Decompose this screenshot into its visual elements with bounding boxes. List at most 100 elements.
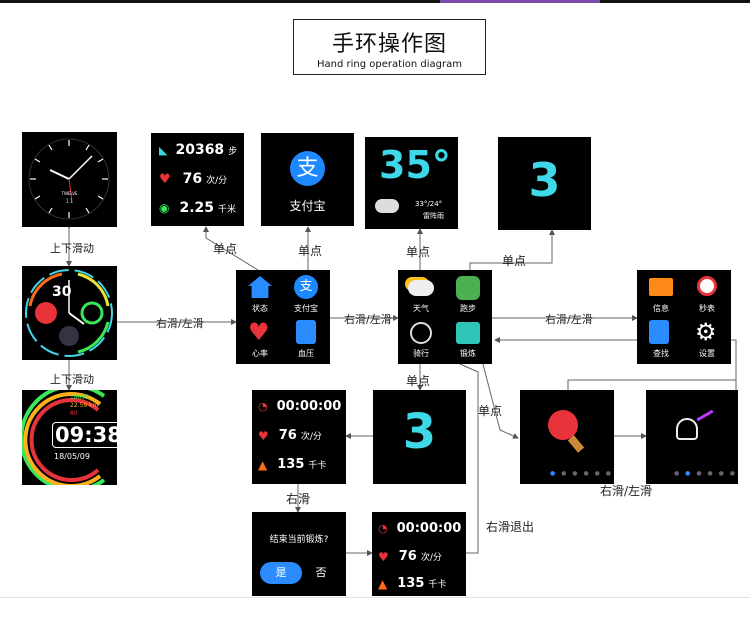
digital-date: 18/05/09 <box>54 452 90 461</box>
stat-distance: 2.25 <box>179 200 215 216</box>
page-title: 手环操作图 <box>331 32 447 57</box>
workout1-time: 00:00:00 <box>276 399 342 414</box>
label-updown-2: 上下滑动 <box>50 373 94 386</box>
countdown-value-2: 3 <box>402 404 437 460</box>
label-tap-5: 单点 <box>406 374 431 388</box>
analog-watch-screen[interactable]: TWELVE 11 <box>22 132 117 227</box>
menu3-label-3: 设置 <box>699 349 715 358</box>
workout-screen-1[interactable]: ◔ 00:00:00 ♥ 76 次/分 ▲ 135 千卡 <box>252 390 346 484</box>
racket-icon <box>696 409 714 422</box>
label-tap-6: 单点 <box>478 404 503 418</box>
menu2-label-3: 锻炼 <box>460 349 476 358</box>
menu1-label-3: 血压 <box>298 349 314 358</box>
weather-screen[interactable]: 35° 33°/24° 雷阵雨 <box>365 137 458 229</box>
stats-screen[interactable]: ◣ 20368 步 ♥ 76 次/分 ◉ 2.25 千米 <box>151 133 244 226</box>
stat-distance-unit: 千米 <box>218 204 237 215</box>
dial-watch-screen[interactable]: 30 <box>22 266 117 360</box>
stopwatch-icon[interactable] <box>697 276 717 296</box>
weather-range: 33°/24° <box>415 200 443 208</box>
menu1-label-0: 状态 <box>252 304 268 313</box>
dialog-question: 结束当前锻炼? <box>269 535 329 545</box>
analog-clock-icon <box>28 138 110 220</box>
workout2-time: 00:00:00 <box>396 521 462 536</box>
weather-icon[interactable] <box>408 280 434 296</box>
heart-rate-icon[interactable]: ♥ <box>248 318 270 346</box>
storm-cloud-icon <box>375 199 399 213</box>
top-bar-accent <box>440 0 600 3</box>
countdown-screen-2[interactable]: 3 <box>373 390 466 484</box>
page-subtitle: Hand ring operation diagram <box>316 59 463 70</box>
label-swipe-lr-3: 右滑/左滑 <box>545 313 593 326</box>
label-tap-1: 单点 <box>213 242 238 256</box>
exercise-icon[interactable] <box>456 322 480 344</box>
label-swipe-lr-1: 右滑/左滑 <box>156 317 204 330</box>
sport-screen-badminton[interactable]: ● ● ● ● ● ● <box>646 390 738 484</box>
find-icon[interactable] <box>649 320 669 344</box>
alipay-screen[interactable]: 支 支付宝 <box>261 133 354 226</box>
workout2-heart-unit: 次/分 <box>420 553 442 563</box>
workout1-cal-unit: 千卡 <box>308 461 327 471</box>
heart-icon: ♥ <box>258 428 269 443</box>
cycling-icon[interactable] <box>410 322 432 344</box>
weather-desc: 雷阵雨 <box>423 212 444 220</box>
dial-number: 30 <box>52 284 72 300</box>
menu2-label-1: 跑步 <box>460 304 476 313</box>
watch-date: 11 <box>65 198 74 205</box>
digital-time: 09:38 <box>52 422 117 448</box>
page-dots: ● ● ● ● ● ● <box>550 470 613 477</box>
top-bar <box>0 0 750 3</box>
label-tap-4: 单点 <box>502 254 527 268</box>
label-right-swipe: 右滑 <box>286 492 311 506</box>
running-icon[interactable] <box>456 276 480 300</box>
alipay-logo-icon: 支 <box>290 151 325 186</box>
label-updown-1: 上下滑动 <box>50 242 94 255</box>
dial-ring-icon <box>25 269 113 357</box>
menu-screen-3[interactable]: 信息 秒表 查找 ⚙ 设置 <box>637 270 731 364</box>
heart-icon: ♥ <box>378 549 389 564</box>
shoe-icon: ◣ <box>159 143 168 157</box>
stat-steps-unit: 步 <box>228 146 238 157</box>
ping-pong-handle-icon <box>567 435 585 453</box>
workout-screen-2[interactable]: ◔ 00:00:00 ♥ 76 次/分 ▲ 135 千卡 <box>372 512 466 596</box>
menu2-label-2: 骑行 <box>413 349 429 358</box>
flame-icon: ▲ <box>378 576 388 591</box>
workout2-cal-unit: 千卡 <box>428 580 447 590</box>
menu3-label-2: 查找 <box>653 349 669 358</box>
dialog-yes-button[interactable]: 是 <box>260 562 302 584</box>
badminton-icon <box>676 418 698 440</box>
home-icon[interactable] <box>248 276 272 298</box>
workout1-cal: 135 <box>277 457 305 472</box>
menu-screen-1[interactable]: 状态 支 支付宝 ♥ 心率 血压 <box>236 270 330 364</box>
blood-pressure-icon[interactable] <box>296 320 316 344</box>
timer-icon: ◔ <box>378 522 388 535</box>
menu1-label-1: 支付宝 <box>294 304 318 313</box>
dialog-no-button[interactable]: 否 <box>315 566 327 579</box>
heart-icon: ♥ <box>159 171 171 187</box>
alipay-icon[interactable]: 支 <box>294 275 318 299</box>
settings-icon[interactable]: ⚙ <box>695 318 717 346</box>
end-workout-dialog[interactable]: 结束当前锻炼? 是 否 <box>252 512 346 596</box>
countdown-value-1: 3 <box>528 153 561 207</box>
menu-screen-2[interactable]: 天气 跑步 骑行 锻炼 <box>398 270 492 364</box>
stat-steps: 20368 <box>175 142 225 158</box>
workout1-heart: 76 <box>278 428 297 443</box>
digital-steps: 18693 <box>70 394 90 401</box>
workout2-cal: 135 <box>397 576 425 591</box>
digital-distance: 22.59 km <box>70 402 99 409</box>
weather-temp: 35° <box>379 143 451 187</box>
alipay-label: 支付宝 <box>289 199 326 213</box>
label-right-swipe-exit: 右滑退出 <box>486 520 535 534</box>
location-icon: ◉ <box>159 201 170 215</box>
sport-screen-pingpong[interactable]: ● ● ● ● ● ● <box>520 390 614 484</box>
menu3-label-1: 秒表 <box>699 304 715 313</box>
digital-watch-screen[interactable]: 18693 22.59 km 80 09:38 18/05/09 <box>22 390 117 485</box>
digital-heart: 80 <box>70 410 78 417</box>
watch-brand: TWELVE <box>61 191 78 196</box>
countdown-screen-1[interactable]: 3 <box>498 137 591 230</box>
label-tap-3: 单点 <box>406 245 431 259</box>
title-box: 手环操作图 Hand ring operation diagram <box>293 19 486 75</box>
label-tap-2: 单点 <box>298 244 323 258</box>
message-icon[interactable] <box>649 278 673 296</box>
label-swipe-lr-2: 右滑/左滑 <box>344 313 392 326</box>
